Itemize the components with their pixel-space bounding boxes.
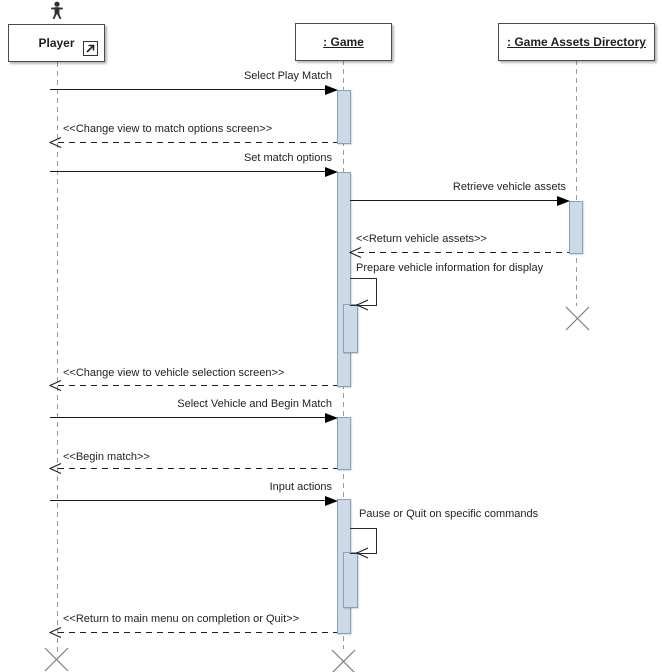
arrowhead-icon bbox=[325, 413, 338, 423]
message-label: Select Vehicle and Begin Match bbox=[177, 398, 332, 410]
arrowhead-icon bbox=[325, 85, 338, 95]
message-label: <<Return vehicle assets>> bbox=[356, 233, 487, 245]
message-line bbox=[58, 632, 337, 633]
message-label: Retrieve vehicle assets bbox=[452, 181, 566, 193]
message-line bbox=[358, 252, 569, 253]
self-message-loop bbox=[350, 528, 377, 554]
activation-game-2-nested bbox=[343, 304, 358, 353]
lifeline-head-assets-label: : Game Assets Directory bbox=[507, 35, 646, 49]
open-arrowhead-icon bbox=[49, 379, 62, 392]
lifeline-head-player-label: Player bbox=[38, 36, 75, 50]
message-line bbox=[50, 89, 326, 90]
lifeline-assets bbox=[576, 60, 577, 306]
lifeline-head-game[interactable]: : Game bbox=[295, 23, 392, 61]
activation-game-1 bbox=[337, 90, 351, 144]
arrowhead-icon bbox=[325, 496, 338, 506]
message-line bbox=[58, 142, 337, 143]
message-line bbox=[50, 171, 326, 172]
message-line bbox=[50, 417, 326, 418]
message-line bbox=[50, 500, 326, 501]
open-arrowhead-icon bbox=[49, 136, 62, 149]
message-line bbox=[58, 468, 337, 469]
open-arrowhead-icon bbox=[49, 626, 62, 639]
activation-game-3 bbox=[337, 417, 351, 470]
activation-assets bbox=[569, 201, 583, 254]
message-line bbox=[58, 385, 337, 386]
message-line bbox=[350, 200, 558, 201]
message-label: Prepare vehicle information for display bbox=[356, 262, 544, 274]
navigate-arrow-icon[interactable] bbox=[83, 41, 98, 56]
message-label: Select Play Match bbox=[243, 70, 332, 82]
message-label: <<Change view to vehicle selection scree… bbox=[63, 367, 285, 379]
destroy-x-icon bbox=[331, 649, 356, 672]
message-label: Input actions bbox=[269, 481, 332, 493]
actor-icon bbox=[51, 1, 63, 19]
destroy-x-icon bbox=[565, 306, 590, 331]
lifeline-head-player[interactable]: Player bbox=[8, 24, 105, 62]
lifeline-head-game-label: : Game bbox=[323, 35, 364, 49]
arrowhead-icon bbox=[557, 196, 570, 206]
open-arrowhead-icon bbox=[356, 547, 369, 559]
open-arrowhead-icon bbox=[349, 246, 362, 259]
arrowhead-icon bbox=[325, 167, 338, 177]
message-label: <<Return to main menu on completion or Q… bbox=[63, 613, 300, 625]
open-arrowhead-icon bbox=[356, 299, 369, 311]
message-label: <<Begin match>> bbox=[63, 451, 150, 463]
lifeline-head-assets[interactable]: : Game Assets Directory bbox=[498, 23, 655, 61]
open-arrowhead-icon bbox=[49, 462, 62, 475]
message-label: Pause or Quit on specific commands bbox=[359, 508, 539, 520]
activation-game-2 bbox=[337, 172, 351, 387]
message-label: <<Change view to match options screen>> bbox=[63, 123, 273, 135]
message-label: Set match options bbox=[243, 152, 332, 164]
destroy-x-icon bbox=[44, 647, 69, 672]
activation-game-4-nested bbox=[343, 552, 358, 608]
self-message-loop bbox=[350, 278, 377, 306]
lifeline-player bbox=[57, 62, 58, 652]
